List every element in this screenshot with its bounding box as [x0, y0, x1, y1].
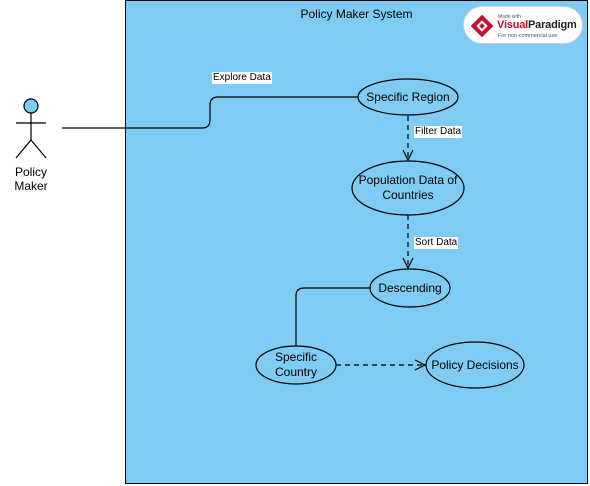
badge-brand: VisualParadigm: [497, 19, 577, 31]
usecase-specific-region-label: Specific Region: [366, 89, 450, 104]
usecase-policy-decisions[interactable]: [425, 341, 525, 389]
usecase-descending-label: Descending: [378, 280, 442, 295]
usecase-specific-region[interactable]: [357, 78, 459, 116]
label-filter-data: Filter Data: [414, 126, 463, 138]
badge-made-with: Made with: [498, 14, 521, 20]
usecase-population-data-line1: Population Data of: [358, 173, 458, 187]
actor-right-leg: [30, 139, 47, 159]
actor-label: Policy Maker: [6, 165, 56, 193]
usecase-descending[interactable]: [369, 268, 451, 308]
system-title: Policy Maker System: [300, 7, 413, 21]
actor-label-line2: Maker: [14, 179, 48, 193]
badge-note: For non-commercial use: [498, 33, 558, 39]
usecase-population-data-line2: Countries: [382, 188, 434, 202]
label-explore-data: Explore Data: [212, 72, 272, 84]
usecase-population-data[interactable]: [351, 160, 465, 216]
visual-paradigm-badge: Made with VisualParadigm For non-commerc…: [463, 6, 583, 44]
actor-policy-maker[interactable]: [15, 98, 47, 159]
edge-explore-data: [62, 96, 358, 129]
usecase-specific-country-line1: Specific: [274, 350, 318, 364]
actor-head: [23, 98, 39, 114]
usecase-population-data-label: Population Data of Countries: [352, 172, 464, 204]
usecase-policy-decisions-label: Policy Decisions: [431, 357, 519, 372]
badge-brand-paradigm: Paradigm: [528, 19, 577, 31]
visual-paradigm-logo-icon: [471, 15, 493, 37]
usecase-specific-country-label: Specific Country: [256, 349, 336, 381]
badge-brand-visual: Visual: [497, 19, 529, 31]
actor-left-leg: [15, 139, 32, 159]
actor-label-line1: Policy: [14, 165, 47, 179]
usecase-specific-country-line2: Country: [274, 365, 318, 379]
usecase-specific-country[interactable]: [255, 345, 337, 385]
edge-descending-country: [295, 287, 371, 346]
system-boundary: [125, 0, 588, 484]
label-sort-data: Sort Data: [414, 237, 459, 249]
